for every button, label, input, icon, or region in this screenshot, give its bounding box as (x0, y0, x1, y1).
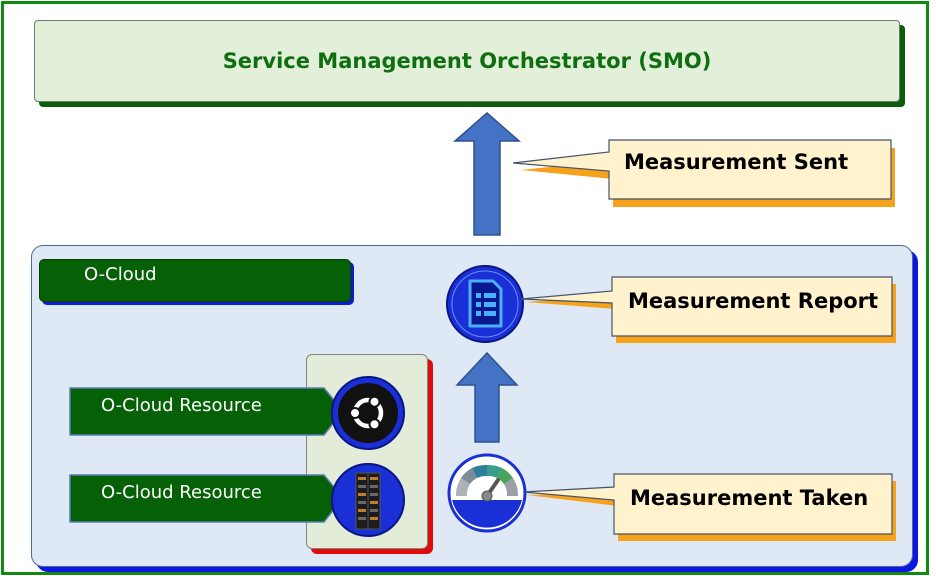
resource-label-2: O-Cloud Resource (101, 482, 262, 503)
server-rack-icon (331, 463, 405, 537)
resource-label-1: O-Cloud Resource (101, 395, 262, 416)
diagram-frame (1, 1, 929, 575)
callout-report-label: Measurement Report (628, 289, 879, 313)
resource-tag-1: O-Cloud Resource (69, 387, 345, 437)
arrow-taken-to-report (455, 351, 519, 443)
callout-report-shape (520, 276, 896, 343)
smo-title: Service Management Orchestrator (SMO) (222, 49, 712, 73)
report-icon (446, 265, 524, 343)
smo-box: Service Management Orchestrator (SMO) (34, 20, 900, 102)
resource-tag-2: O-Cloud Resource (69, 474, 345, 524)
callout-sent-shape (512, 139, 895, 207)
ocloud-tag: O-Cloud (39, 259, 351, 302)
callout-taken-shape (522, 473, 896, 541)
callout-sent-label: Measurement Sent (624, 150, 849, 174)
ocloud-label: O-Cloud (84, 264, 157, 285)
ubuntu-icon (331, 376, 405, 450)
callout-taken-label: Measurement Taken (630, 486, 869, 510)
arrow-to-smo (453, 112, 521, 236)
gauge-icon (447, 453, 527, 533)
